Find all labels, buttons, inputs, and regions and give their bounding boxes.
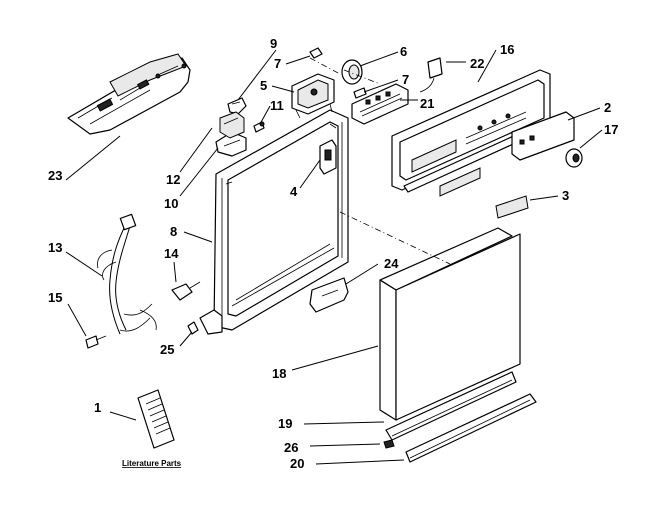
callout-3: 3	[562, 188, 569, 203]
part-7-screw-a	[309, 47, 323, 59]
part-9-bracket	[227, 97, 247, 115]
alignment-lines	[309, 57, 451, 265]
callout-11: 11	[270, 98, 284, 113]
part-17-knob	[565, 148, 583, 168]
callout-23: 23	[48, 168, 62, 183]
part-20-bottom-strip	[405, 393, 537, 463]
callout-26: 26	[284, 440, 298, 455]
callout-2: 2	[604, 100, 611, 115]
callout-9: 9	[270, 36, 277, 51]
part-25-screw	[187, 321, 199, 335]
callout-14: 14	[164, 246, 179, 261]
part-3-label	[495, 195, 529, 219]
part-5-latch-assembly	[291, 73, 335, 119]
part-11-screw	[253, 121, 265, 133]
part-23-top-bracket	[67, 53, 191, 135]
callout-19: 19	[278, 416, 292, 431]
part-19-bottom-trim	[385, 371, 517, 441]
callout-1: 1	[94, 400, 101, 415]
callout-24: 24	[384, 256, 399, 271]
part-16-control-panel	[391, 69, 551, 197]
part-14-connector	[171, 281, 201, 301]
part-26-clip	[383, 439, 395, 449]
callout-7b: 7	[402, 72, 409, 87]
callout-18: 18	[272, 366, 286, 381]
callout-6: 6	[400, 44, 407, 59]
callouts: 1 2 3 4 5 6 7 7 8 9 10 11 12 13 14 15 16…	[48, 36, 618, 471]
part-10-hinge	[215, 111, 247, 157]
callout-15: 15	[48, 290, 62, 305]
callout-13: 13	[48, 240, 62, 255]
callout-21: 21	[420, 96, 434, 111]
callout-12: 12	[166, 172, 180, 187]
part-15-screw	[85, 335, 107, 349]
callout-16: 16	[500, 42, 514, 57]
leader-lines	[65, 49, 603, 465]
callout-5: 5	[260, 78, 267, 93]
callout-20: 20	[290, 456, 304, 471]
part-24-handle	[309, 277, 349, 313]
callout-25: 25	[160, 342, 174, 357]
callout-22: 22	[470, 56, 484, 71]
callout-7a: 7	[274, 56, 281, 71]
part-4-latch	[319, 139, 337, 175]
part-8-door-frame	[199, 109, 349, 335]
callout-4: 4	[290, 184, 298, 199]
part-2-overlay	[511, 111, 575, 161]
part-6-knob	[341, 59, 363, 85]
part-7-screw-b	[353, 87, 367, 99]
part-22-connector	[419, 57, 443, 93]
literature-caption: Literature Parts	[122, 459, 182, 468]
callout-8: 8	[170, 224, 177, 239]
callout-17: 17	[604, 122, 618, 137]
part-21-switch	[351, 83, 409, 125]
part-1-literature	[137, 389, 175, 449]
callout-10: 10	[164, 196, 178, 211]
part-18-door-panel	[379, 227, 521, 421]
part-13-wire-harness	[97, 213, 157, 335]
